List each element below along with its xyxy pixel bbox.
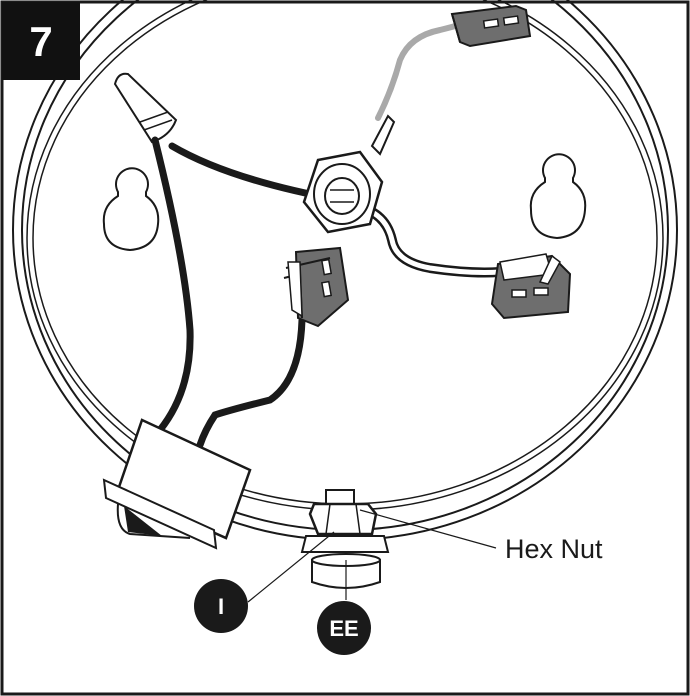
black-wire-connector [196,316,306,449]
black-wire-long [151,136,194,434]
wire-connector-icon [450,4,532,48]
marker-i-label: I [218,594,224,619]
wire-connector-icon [283,246,350,328]
marker-i [194,579,248,633]
hex-nut-icon [300,489,390,589]
ground-wire [375,19,473,121]
fixture-plate [12,0,678,541]
keyhole-slot-icon [529,153,587,240]
mounting-bracket [102,418,252,550]
step-number: 7 [29,18,52,65]
hex-nut-label: Hex Nut [505,534,603,564]
step-badge [2,2,80,80]
wire-cap-left [113,72,178,144]
hex-nut-leader [359,509,497,549]
center-hex-fitting [302,150,384,234]
marker-ee [317,601,371,655]
keyhole-slot-icon [102,167,160,252]
wire-connector-icon [490,253,572,320]
marker-ee-label: EE [329,616,358,641]
wire-cap [370,114,396,156]
marker-i-leader [247,531,335,603]
